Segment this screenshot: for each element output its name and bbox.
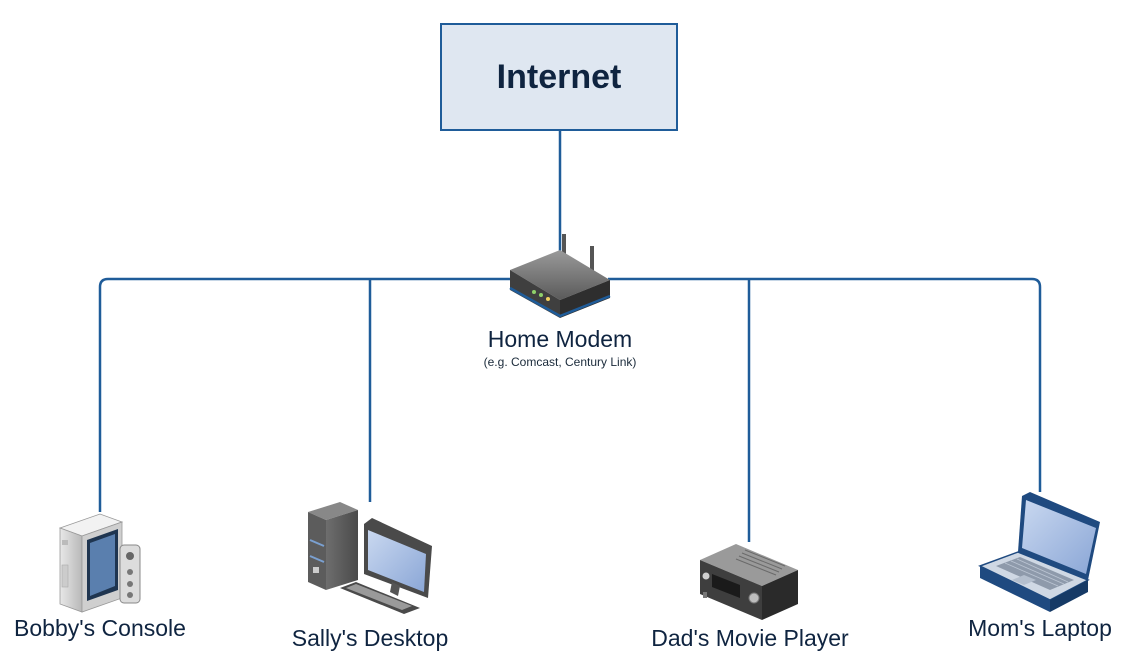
modem-label: Home Modem (487, 326, 633, 352)
desktop-computer-icon (308, 502, 432, 614)
console-link (98, 277, 512, 512)
movie-player-label: Dad's Movie Player (651, 625, 849, 651)
game-console-icon (58, 513, 141, 613)
laptop-label: Mom's Laptop (968, 615, 1112, 641)
console-label: Bobby's Console (14, 615, 186, 641)
internet-node: Internet (440, 23, 678, 131)
modem-sublabel: (e.g. Comcast, Century Link) (483, 355, 637, 369)
router-icon (509, 234, 611, 318)
internet-label: Internet (496, 57, 622, 96)
desktop-label: Sally's Desktop (291, 625, 449, 651)
connection-lines (98, 131, 1042, 542)
laptop-icon (978, 492, 1100, 612)
media-player-icon (700, 544, 798, 620)
laptop-link (608, 277, 1042, 492)
